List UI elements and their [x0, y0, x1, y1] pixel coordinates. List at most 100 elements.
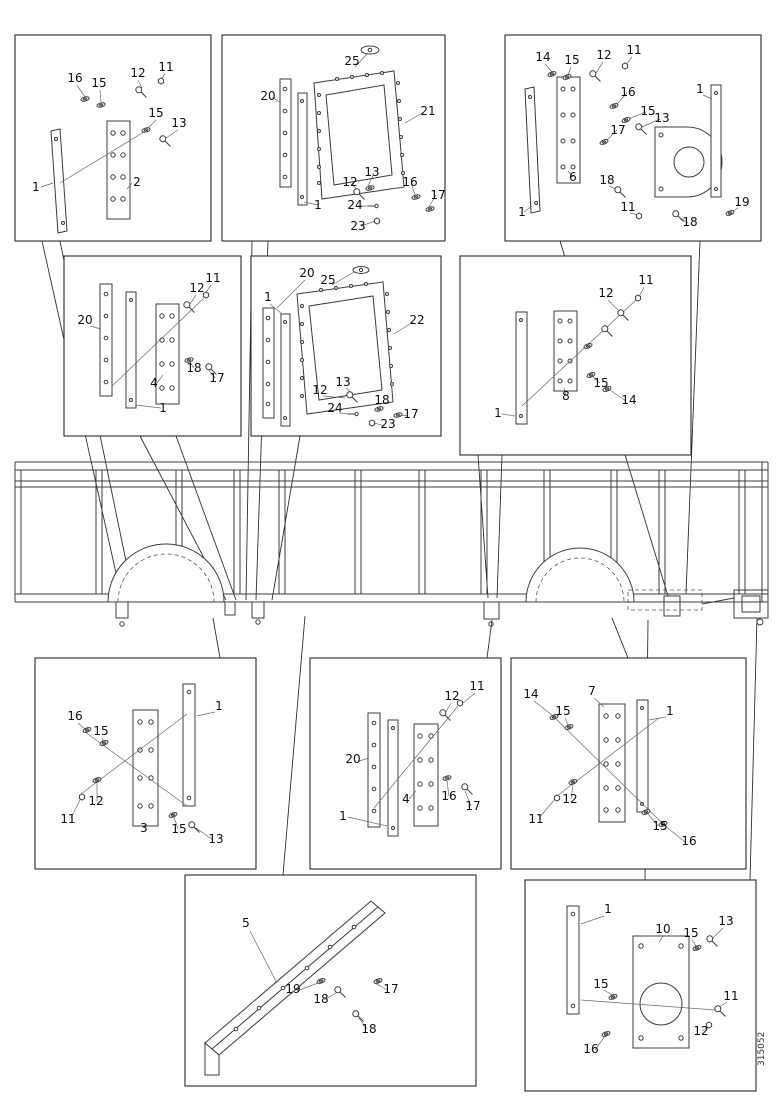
part-label: 17: [430, 188, 445, 202]
part-label: 7: [588, 684, 596, 698]
detail-lower-left: 16 15 1 12 11 3 15 13: [60, 683, 224, 846]
part-label: 18: [361, 1022, 376, 1036]
mounting-plate: [553, 310, 578, 392]
long-rail-edge: [211, 906, 379, 1050]
frame-bracket-inner: [325, 84, 393, 186]
part-label: 16: [67, 71, 82, 85]
label-leaders: [40, 73, 179, 190]
part-label: 24: [347, 198, 362, 212]
part-label: 20: [77, 313, 92, 327]
mounting-plate: [556, 76, 581, 184]
part-label: 15: [171, 822, 186, 836]
rail-foot: [204, 1041, 220, 1076]
wheel-arch-front-inner: [117, 553, 215, 603]
part-label: 15: [593, 376, 608, 390]
part-label: 12: [189, 281, 204, 295]
part-label: 1: [666, 704, 674, 718]
part-label: 13: [364, 165, 379, 179]
part-label: 14: [523, 687, 538, 701]
hole-pattern: [265, 315, 271, 407]
mounting-bar: [524, 86, 541, 214]
part-label: 17: [465, 799, 480, 813]
part-label: 22: [409, 313, 424, 327]
part-label: 10: [655, 922, 670, 936]
part-label: 11: [626, 43, 641, 57]
part-label: 16: [441, 789, 456, 803]
mounting-plate: [155, 303, 180, 405]
part-label: 13: [171, 116, 186, 130]
nut-icon: [621, 62, 629, 70]
detail-lower-right: 14 7 15 1 12 11 15 16: [523, 684, 696, 848]
detail-box-frame: [309, 657, 502, 870]
hole-pattern: [233, 924, 357, 1032]
part-label: 20: [299, 266, 314, 280]
hole-pattern: [557, 318, 573, 384]
part-label: 13: [335, 375, 350, 389]
part-label: 12: [342, 175, 357, 189]
part-label: 25: [320, 273, 335, 287]
part-label: 23: [380, 417, 395, 431]
part-label: 19: [285, 982, 300, 996]
hole-pattern: [300, 99, 304, 199]
mounting-bar: [182, 683, 196, 807]
part-label: 1: [696, 82, 704, 96]
part-label: 16: [67, 709, 82, 723]
mounting-bar: [50, 128, 68, 234]
part-label: 1: [32, 180, 40, 194]
mounting-bar: [710, 84, 722, 198]
part-label: 19: [734, 195, 749, 209]
label-leaders: [249, 930, 388, 1030]
part-label: 8: [562, 389, 570, 403]
part-label: 15: [640, 104, 655, 118]
part-label: 20: [345, 752, 360, 766]
part-label: 1: [518, 205, 526, 219]
part-label: 14: [621, 393, 636, 407]
round-bracket-bore: [673, 146, 705, 178]
nut-icon: [368, 419, 376, 427]
part-label: 11: [528, 812, 543, 826]
detail-top-right: 14 15 12 11 16 15 13 17 1 6 18 11 18 19 …: [518, 43, 749, 229]
wheel-arch-front: [107, 543, 225, 603]
flange-plate-bore: [639, 982, 683, 1026]
part-label: 15: [683, 926, 698, 940]
part-label: 23: [350, 219, 365, 233]
part-label: 4: [150, 376, 158, 390]
mounting-plate: [106, 120, 131, 220]
detail-top-center: 25 20 21 12 13 16 17 1 24 23: [260, 45, 446, 233]
label-leaders: [89, 284, 216, 409]
mounting-plate: [413, 723, 439, 827]
hole-pattern: [129, 298, 133, 402]
part-label: 18: [682, 215, 697, 229]
part-label: 25: [344, 54, 359, 68]
part-label: 1: [215, 699, 223, 713]
mounting-plate: [132, 709, 159, 827]
nut-icon: [634, 294, 642, 302]
hole-pattern: [282, 86, 288, 180]
part-label: 4: [402, 792, 410, 806]
label-leaders: [580, 915, 728, 1051]
part-label: 15: [148, 106, 163, 120]
detail-bottom-right: 1 10 15 13 15 11 12 16: [566, 902, 739, 1056]
mounting-bar: [280, 313, 291, 427]
part-label: 1: [604, 902, 612, 916]
hole-pattern: [417, 733, 434, 811]
hole-pattern: [300, 282, 394, 398]
part-label: 3: [140, 821, 148, 835]
part-label: 12: [130, 66, 145, 80]
hole-pattern: [317, 71, 405, 185]
part-label: 12: [312, 383, 327, 397]
clamp: [352, 266, 370, 274]
detail-box-frame: [63, 255, 242, 437]
hole-pattern: [603, 713, 621, 813]
nut-icon: [553, 794, 561, 802]
mounting-plate: [598, 703, 626, 823]
part-label: 24: [327, 401, 342, 415]
hole-pattern: [528, 95, 538, 205]
flange-plate: [632, 935, 690, 1049]
hole-pattern: [570, 911, 576, 1009]
detail-mid-center: 20 25 1 22 12 13 24 23 18 17: [262, 266, 425, 431]
clamp: [360, 45, 380, 55]
hole-pattern: [714, 91, 718, 191]
part-label: 12: [444, 689, 459, 703]
hole-pattern: [391, 726, 395, 830]
